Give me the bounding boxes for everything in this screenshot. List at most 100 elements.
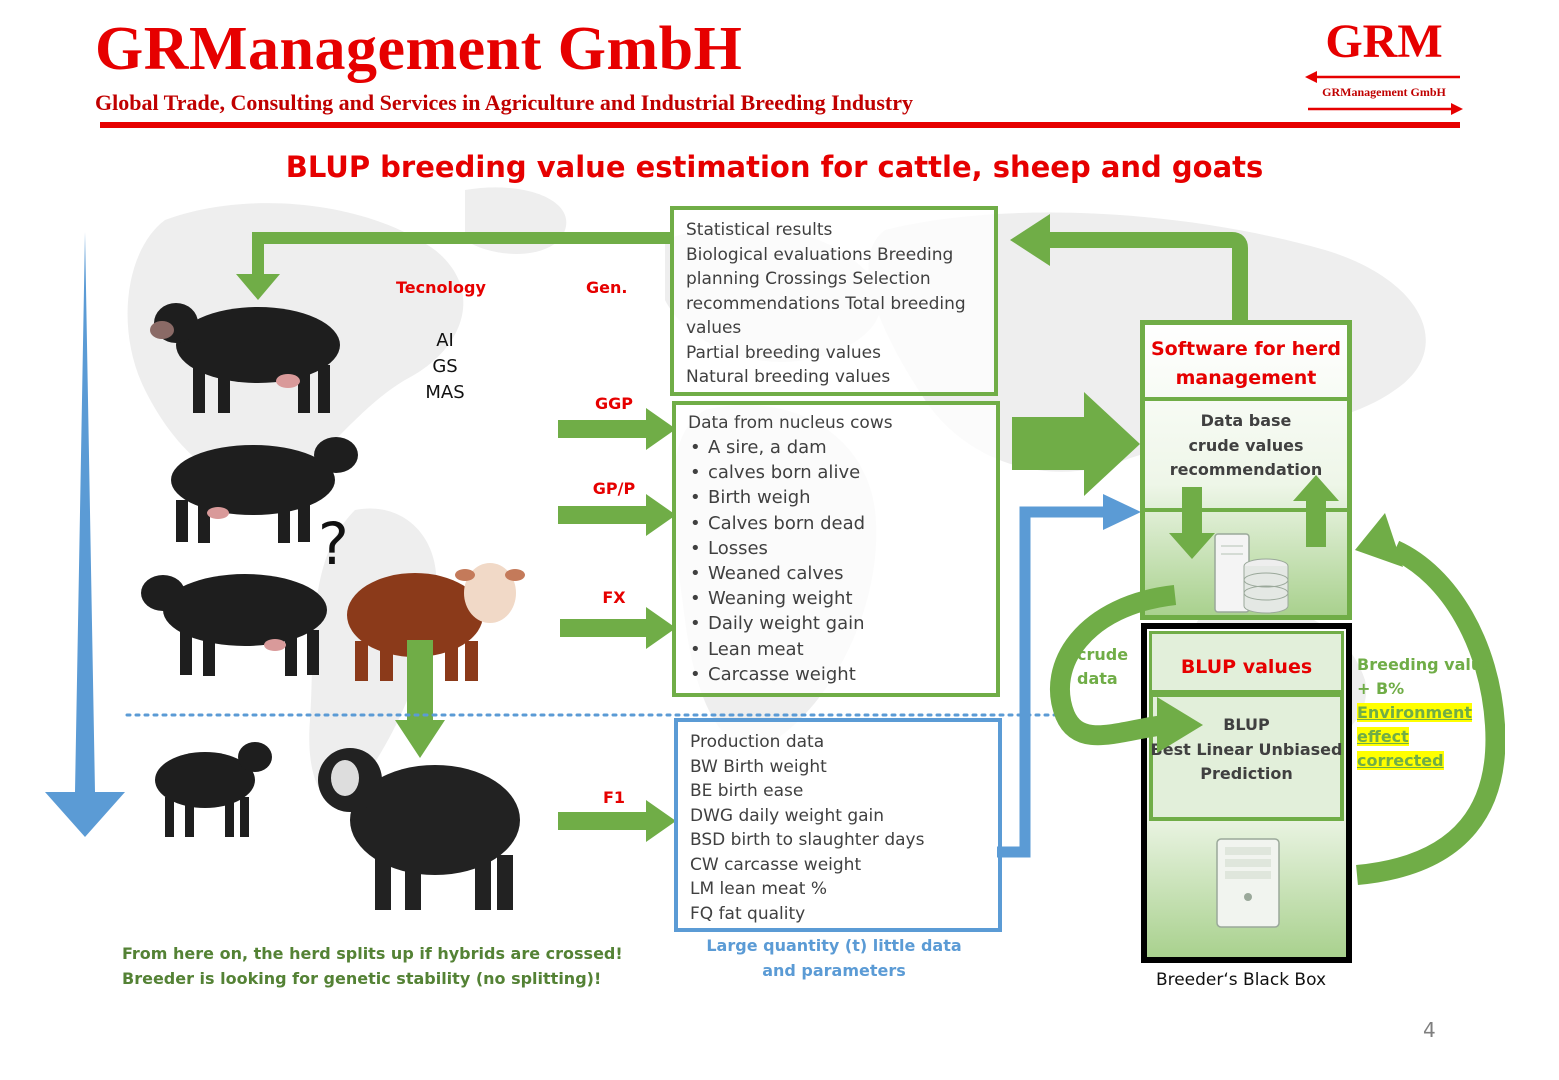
question-mark: ? xyxy=(318,510,349,578)
black-cow-image xyxy=(141,574,327,676)
software-title: Software for herd management xyxy=(1150,338,1342,389)
production-line: LM lean meat % xyxy=(690,879,827,899)
down-arrow-icon xyxy=(395,640,445,758)
blup-title-box xyxy=(1149,631,1344,693)
list-item: A sire, a dam xyxy=(688,435,984,460)
slide-title: BLUP breeding value estimation for cattl… xyxy=(285,150,1264,184)
list-item: Daily weight gain xyxy=(688,611,984,636)
generation-divider xyxy=(125,713,1060,717)
technology-label: Tecnology xyxy=(396,278,486,297)
header-rule xyxy=(100,122,1460,128)
nucleus-list: A sire, a dam calves born alive Birth we… xyxy=(688,435,984,687)
production-line: Production data xyxy=(690,732,825,752)
technology-list: AI GS MAS xyxy=(405,328,485,406)
db-line: recommendation xyxy=(1169,460,1323,479)
right-arrow-icon xyxy=(558,408,676,450)
crossbred-bull-image xyxy=(318,748,520,910)
note-line: From here on, the herd splits up if hybr… xyxy=(122,944,623,963)
highlight-line: effect xyxy=(1357,727,1409,746)
tech-item: AI xyxy=(436,330,454,351)
software-box: Software for herd management Data base c… xyxy=(1140,320,1352,620)
production-line: BSD birth to slaughter days xyxy=(690,830,925,850)
company-title: GRManagement GmbH xyxy=(95,15,743,83)
production-data-box: Production data BW Birth weight BE birth… xyxy=(674,718,1002,932)
page-number: 4 xyxy=(1423,1018,1436,1042)
black-box-caption: Breeder‘s Black Box xyxy=(1155,970,1327,990)
list-item: Lean meat xyxy=(688,637,984,662)
results-line: Natural breeding values xyxy=(686,367,891,387)
tech-item: MAS xyxy=(425,382,465,403)
crude-data-note: crude data xyxy=(1077,643,1128,691)
blup-black-box: BLUP values BLUP Best Linear Unbiased Pr… xyxy=(1141,623,1352,963)
tech-item: GS xyxy=(432,356,458,377)
blup-line: Best Linear Unbiased xyxy=(1150,739,1343,759)
note-line: Large quantity (t) little data xyxy=(706,936,962,955)
black-cow-image xyxy=(171,437,358,543)
results-line: Statistical results xyxy=(686,220,833,240)
note-line: data xyxy=(1077,669,1118,688)
hereford-bull-image xyxy=(347,563,525,681)
logo-text: GRM xyxy=(1325,15,1443,68)
highlight-line: Environment xyxy=(1357,703,1473,722)
production-line: BW Birth weight xyxy=(690,756,827,777)
nucleus-data-box: Data from nucleus cows A sire, a dam cal… xyxy=(672,401,1000,697)
breeding-value-note: Breeding value + B% Environment effect c… xyxy=(1357,653,1493,773)
list-item: Losses xyxy=(688,536,984,561)
gen-gpp-label: GP/P xyxy=(592,479,636,498)
time-down-arrow-icon xyxy=(45,232,125,837)
database-server-icon xyxy=(1214,533,1289,614)
list-item: Weaned calves xyxy=(688,561,984,586)
gen-f1-label: F1 xyxy=(602,788,626,807)
note-line: and parameters xyxy=(762,961,906,980)
database-text: Data base crude values recommendation xyxy=(1145,409,1347,483)
list-item: Carcasse weight xyxy=(688,662,984,687)
nucleus-heading: Data from nucleus cows xyxy=(688,413,893,433)
db-line: Data base xyxy=(1200,411,1292,430)
right-arrow-icon xyxy=(558,494,676,536)
blup-definition: BLUP Best Linear Unbiased Prediction xyxy=(1147,713,1346,787)
results-line: Partial breeding values xyxy=(686,342,881,363)
highlight-line: corrected xyxy=(1357,751,1444,770)
grm-logo: GRM GRManagement GmbH xyxy=(1305,14,1463,124)
company-subtitle: Global Trade, Consulting and Services in… xyxy=(95,90,914,115)
herd-split-note: From here on, the herd splits up if hybr… xyxy=(122,941,623,991)
note-line: Breeder is looking for genetic stability… xyxy=(122,969,602,988)
blue-elbow-arrow-icon xyxy=(997,494,1141,858)
production-line: BE birth ease xyxy=(690,781,804,801)
server-icon xyxy=(1216,838,1280,928)
note-line: Breeding value xyxy=(1357,655,1494,674)
list-item: calves born alive xyxy=(688,460,984,485)
logo-arrow-left-icon xyxy=(1305,71,1460,83)
blup-title: BLUP values xyxy=(1180,656,1313,678)
list-item: Birth weigh xyxy=(688,485,984,510)
list-item: Weaning weight xyxy=(688,586,984,611)
production-line: CW carcasse weight xyxy=(690,854,862,875)
results-box: Statistical results Biological evaluatio… xyxy=(670,206,998,396)
note-line: crude xyxy=(1077,645,1129,664)
list-item: Calves born dead xyxy=(688,511,984,536)
db-line: crude values xyxy=(1188,435,1304,455)
production-line: DWG daily weight gain xyxy=(690,805,885,826)
production-line: FQ fat quality xyxy=(690,903,806,924)
black-cow-image xyxy=(150,303,340,413)
logo-subtext: GRManagement GmbH xyxy=(1322,85,1446,99)
gen-fx-label: FX xyxy=(602,588,626,607)
results-line: Biological evaluations Breeding planning… xyxy=(686,244,966,339)
right-arrow-icon xyxy=(560,607,676,649)
big-right-arrow-icon xyxy=(1012,392,1140,496)
black-calf-image xyxy=(155,742,272,837)
curved-arrows-icon xyxy=(1050,513,1505,885)
right-arrow-icon xyxy=(558,800,676,842)
divider xyxy=(1145,397,1347,401)
divider xyxy=(1145,508,1347,512)
blup-line: BLUP xyxy=(1223,715,1270,734)
gen-ggp-label: GGP xyxy=(595,394,633,413)
gen-label: Gen. xyxy=(586,278,628,297)
logo-arrow-right-icon xyxy=(1308,103,1463,115)
up-arrow-icon xyxy=(1293,475,1339,547)
note-line: + B% xyxy=(1357,679,1405,698)
down-arrow-icon xyxy=(1169,487,1215,559)
feedback-arrow-icon xyxy=(236,214,1248,322)
blup-line: Prediction xyxy=(1200,764,1293,783)
quantity-note: Large quantity (t) little data and param… xyxy=(700,933,968,983)
